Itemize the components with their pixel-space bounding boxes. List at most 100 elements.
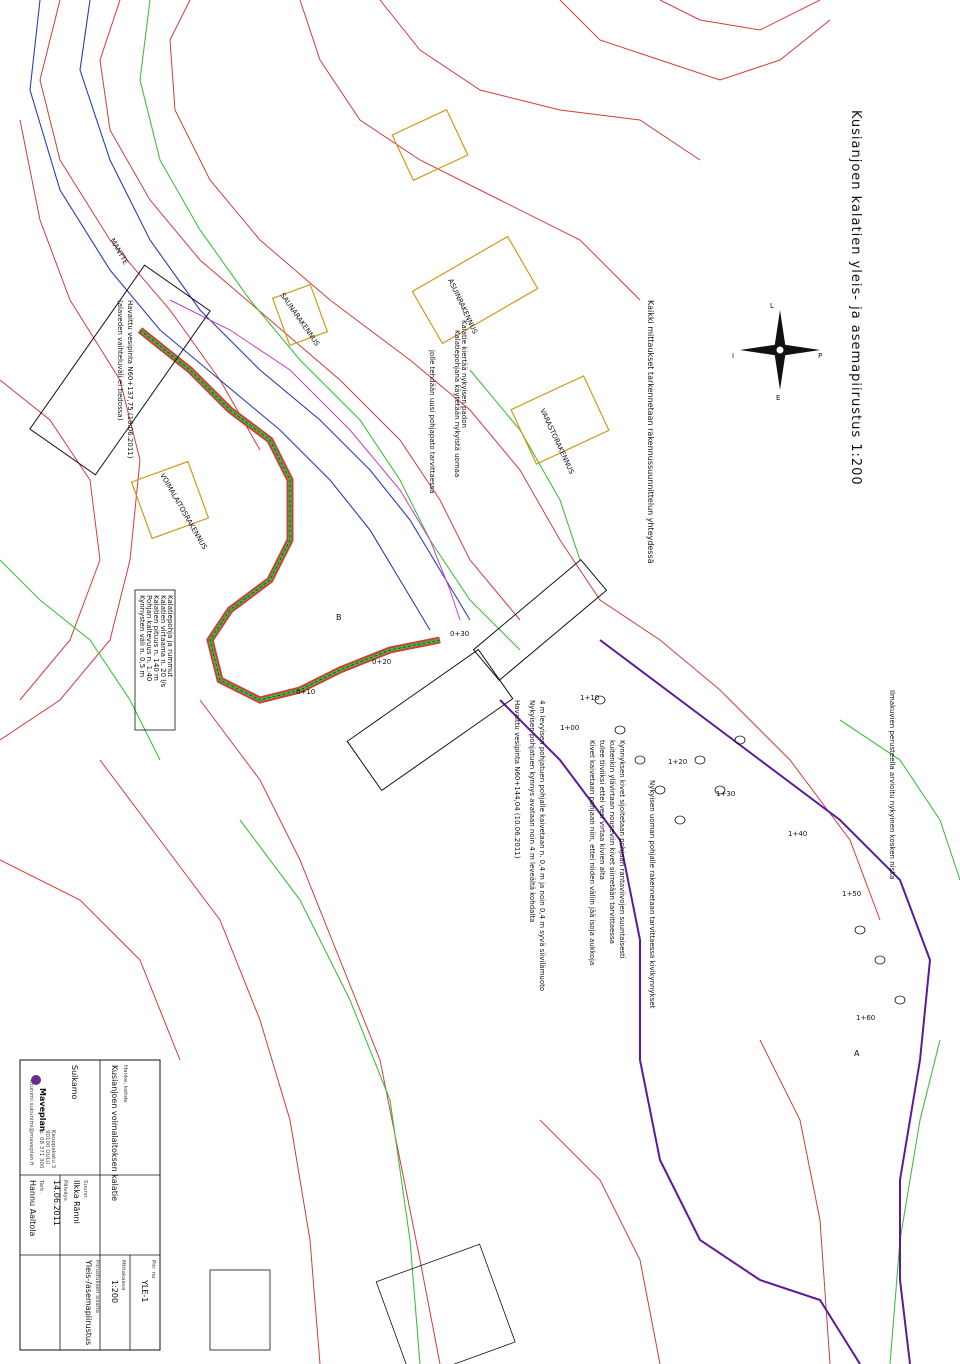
compass-n: L (770, 302, 774, 310)
station-1-50: 1+50 (842, 890, 861, 898)
river-outlet-left (499, 699, 861, 1364)
shore-note: Ilmakuvien perusteella arvioitu nykyinen… (888, 690, 896, 879)
station-1-30: 1+30 (716, 790, 735, 798)
label-varasto: VARASTORAKENNUS (538, 407, 576, 475)
threshold-note-1: Kynnyksen kivet sijoitetaan pohjaan rant… (618, 740, 626, 959)
building-sauna (271, 283, 329, 347)
ramp-note: Nykyisen uoman pohjalle rakennetaan tarv… (648, 780, 656, 1009)
stone (674, 815, 686, 825)
water-level-left: Havaittu vesipinta N60+144,04 (10.06.201… (513, 700, 521, 859)
channel-note: Nykyisen pohjatuen kynnys avataan noin 4… (528, 700, 536, 922)
contour-1 (169, 0, 881, 921)
stone (874, 955, 886, 965)
contour-2 (99, 0, 521, 621)
tb-company-addr-2: 90100 OULU (44, 1130, 50, 1164)
compass-s: E (776, 394, 780, 402)
tb-company-email: etunimi.sukunimi@maveplan.fi (28, 1080, 34, 1165)
river-banks (29, 0, 471, 631)
contour-14 (759, 1039, 831, 1364)
contour-13 (539, 1119, 661, 1364)
tb-designer-label: Suunn. (82, 1180, 88, 1199)
stone-note: Kivet kaivetaan pohjaan niin, ettei niid… (588, 740, 596, 965)
river-bank-south (29, 0, 431, 631)
station-1-00: 1+00 (560, 724, 579, 732)
river-bank-north (79, 0, 471, 621)
fishway-note-1: Kalatiepohja ja rummut (166, 595, 174, 677)
label-mantte: MANTTE (108, 237, 129, 266)
dam-block-1 (472, 558, 608, 682)
stone-field (594, 695, 906, 1005)
tb-drawing-no: YLE-1 (140, 1279, 149, 1302)
tb-drawn-label: Tark. (38, 1179, 44, 1193)
tb-scale-label: Mittakaava (120, 1260, 126, 1290)
tb-designer: Ilkka Ränni (72, 1180, 81, 1224)
title-block: Hanke, kohde Kusianjoen voimalaitoksen k… (19, 1059, 161, 1351)
green-line-6 (889, 1039, 941, 1364)
tb-date: 14.06.2011 (52, 1180, 61, 1226)
station-1-60: 1+60 (856, 1014, 875, 1022)
stone (714, 785, 726, 795)
tb-drawn: Hannu Aaltola (28, 1180, 37, 1237)
label-voimala: VOIMALAITOSRAKENNUS (158, 472, 209, 552)
water-level-right-sub: (alaveden vaihteluväli ei tiedossa) (116, 300, 124, 421)
compass-e: P (818, 352, 822, 360)
contour-lines (0, 0, 881, 1364)
compass-w: I (732, 352, 734, 360)
contour-4 (0, 119, 141, 741)
stone (734, 735, 746, 745)
contour-6 (299, 0, 641, 301)
contour-10 (199, 699, 441, 1364)
green-line-2 (0, 559, 161, 761)
river-outlet (499, 639, 932, 1364)
tb-drawing-no-label: Piir. no (150, 1260, 156, 1279)
station-0-10: 0+10 (296, 688, 315, 696)
station-labels: 1+20 1+30 1+40 1+50 1+60 0+30 0+20 0+10 … (296, 630, 875, 1022)
threshold-note-3: tulee tiiviiksi ettei vesi virtaa kivien… (598, 740, 606, 880)
measurement-note: Kaikki mittaukset tarkennetaan rakennuss… (646, 300, 655, 564)
culvert-note-3: jolle tehdään uusi pohjapato tarvittaess… (428, 349, 436, 494)
tb-client: Suikamo (70, 1065, 79, 1100)
bottom-note: 4 m levyisen pohjatuen pohjalle kaivetaa… (538, 700, 546, 991)
station-0-30: 0+30 (450, 630, 469, 638)
stone (854, 925, 866, 935)
building-square (391, 108, 469, 182)
contour-7 (379, 0, 701, 161)
culvert-note-2: Kalatiepohjana käytetään nykyistä uomaa (453, 330, 461, 477)
stone (614, 725, 626, 735)
bottom-box-1 (209, 1269, 271, 1351)
stone (694, 755, 706, 765)
building-varasto (510, 375, 610, 465)
section-a-mark: A (854, 1049, 860, 1058)
section-b-mark: B (336, 613, 342, 622)
fishway-note-4: Pohjan kaltevuus n. 1:40 (145, 595, 153, 681)
stone (634, 755, 646, 765)
fishway-notes: Kalatiepohja ja rummut Kalatien virtaama… (134, 589, 176, 731)
river-outlet-right (599, 639, 932, 1364)
contour-8 (559, 0, 831, 81)
green-line-4 (239, 819, 421, 1364)
stone (894, 995, 906, 1005)
water-level-right: Havaittu vesipinta N60+137,75 (10.06.201… (126, 300, 134, 459)
fishway-note-2: Kalatien virtaama n. 20 l/s (159, 595, 167, 688)
company-logo-icon (31, 1075, 41, 1085)
stone (654, 785, 666, 795)
culvert-note: Kalatie kiertää nykyisen padon (460, 320, 468, 428)
tb-date-label: Päiväys (62, 1180, 68, 1201)
tb-sheet-type: Yleis-/asemapiirustus (84, 1259, 93, 1345)
tb-project: Kusianjoen voimalaitoksen kalatie (110, 1065, 119, 1201)
bottom-box-2 (375, 1243, 516, 1364)
contour-3 (39, 0, 261, 451)
fishway-note-5: Kynnysten väli n. 0,5 m (138, 595, 146, 677)
station-1-20: 1+20 (668, 758, 687, 766)
tb-scale: 1:200 (110, 1280, 119, 1303)
contour-11 (99, 759, 321, 1364)
station-0-20: 0+20 (372, 658, 391, 666)
stone (594, 695, 606, 705)
tb-project-label: Hanke, kohde (122, 1065, 128, 1103)
tb-company: Maveplan (38, 1088, 47, 1132)
fishway-note-3: Kalatien pituus n. 140 m (152, 595, 160, 681)
buildings (130, 108, 610, 540)
dam-structures (29, 264, 608, 792)
